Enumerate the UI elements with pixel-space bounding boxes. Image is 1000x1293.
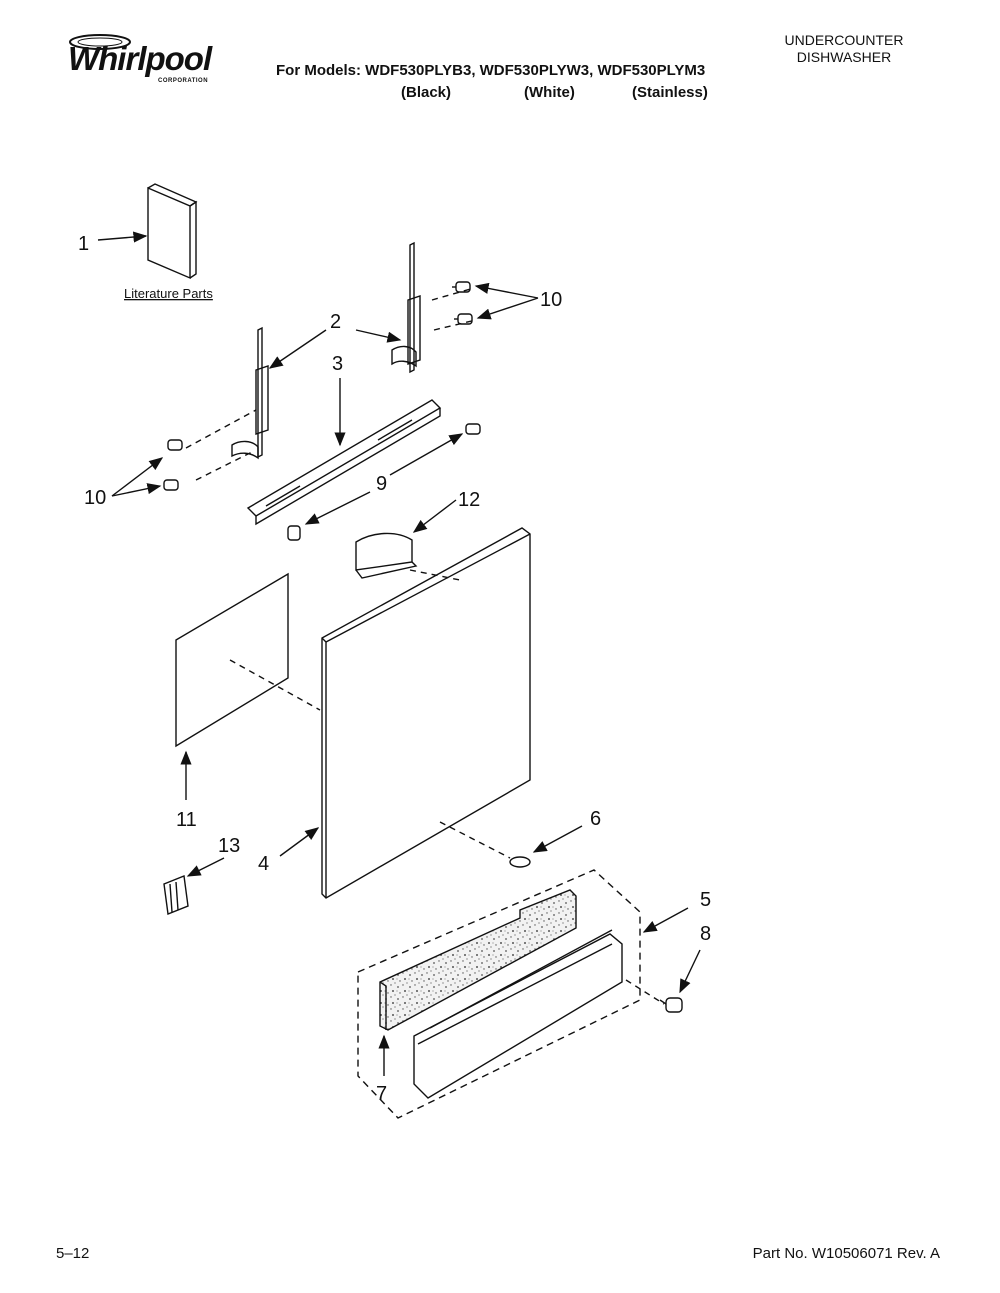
leader-10-b	[476, 297, 539, 320]
callout-7: 7	[376, 1083, 387, 1105]
insulation-sheet	[175, 572, 289, 748]
outer-door-panel	[321, 527, 531, 899]
callout-1: 1	[78, 233, 89, 255]
screw-8	[659, 997, 683, 1013]
callout-10-lower: 10	[84, 487, 106, 509]
callout-8: 8	[700, 923, 711, 945]
leader-12	[412, 499, 457, 533]
literature-booklet	[147, 183, 198, 280]
screw-9-left	[287, 525, 301, 541]
screw-10-lower-b	[163, 479, 179, 491]
screw-10-lower-a	[167, 439, 183, 451]
part-number: Part No. W10506071 Rev. A	[752, 1245, 940, 1262]
callout-9: 9	[376, 473, 387, 495]
product-category: UNDERCOUNTER DISHWASHER	[764, 32, 924, 66]
hinge-right	[391, 241, 421, 374]
variant-white: (White)	[524, 84, 575, 101]
category-line-2: DISHWASHER	[796, 49, 892, 65]
callout-numbers: 1 2 3 4 5 6 7 8 9 10 10 11 12 13	[78, 233, 711, 1105]
variant-black: (Black)	[401, 84, 452, 101]
leader-9-a	[389, 433, 464, 476]
models-line: For Models: WDF530PLYB3, WDF530PLYW3, WD…	[276, 62, 706, 79]
leader-4	[279, 827, 320, 857]
whirlpool-logo: Whirlpool CORPORATION	[62, 30, 222, 92]
leader-10-d	[111, 483, 162, 497]
leader-8	[679, 949, 701, 994]
callout-4: 4	[258, 853, 269, 875]
callout-5: 5	[700, 889, 711, 911]
leader-10-c	[111, 457, 164, 497]
page-number: 5–12	[56, 1245, 90, 1262]
variant-stainless: (Stainless)	[632, 84, 708, 101]
callout-13: 13	[218, 835, 240, 857]
brand-wordmark: Whirlpool	[68, 40, 212, 77]
callout-6: 6	[590, 808, 601, 830]
assembly-guides	[185, 287, 665, 1005]
callout-3: 3	[332, 353, 343, 375]
leader-13	[186, 857, 225, 877]
leader-2a	[268, 329, 327, 369]
leader-1	[97, 231, 148, 243]
clip	[163, 875, 189, 915]
hinge-left	[231, 326, 269, 460]
logo-swoosh-icon	[69, 34, 131, 50]
callout-2: 2	[330, 311, 341, 333]
leader-9-b	[304, 491, 371, 525]
callout-10-upper: 10	[540, 289, 562, 311]
insulation-block	[379, 889, 577, 1031]
category-line-1: UNDERCOUNTER	[784, 32, 904, 48]
leader-10-a	[474, 282, 539, 299]
leader-5	[642, 907, 689, 933]
literature-parts-label: Literature Parts	[124, 286, 213, 301]
leader-2b	[355, 329, 402, 343]
handle-cup	[355, 532, 418, 579]
brand-corporation: CORPORATION	[158, 78, 209, 84]
plug	[509, 856, 531, 868]
access-panel-group	[357, 869, 641, 1119]
leader-6	[532, 825, 583, 853]
screw-10-upper-a	[452, 281, 471, 293]
screw-10-upper-b	[454, 313, 473, 325]
hinge-bracket	[246, 399, 442, 526]
access-panel	[413, 929, 623, 1099]
callout-11: 11	[176, 809, 197, 831]
screw-9-right	[465, 423, 481, 435]
callout-12: 12	[458, 489, 480, 511]
